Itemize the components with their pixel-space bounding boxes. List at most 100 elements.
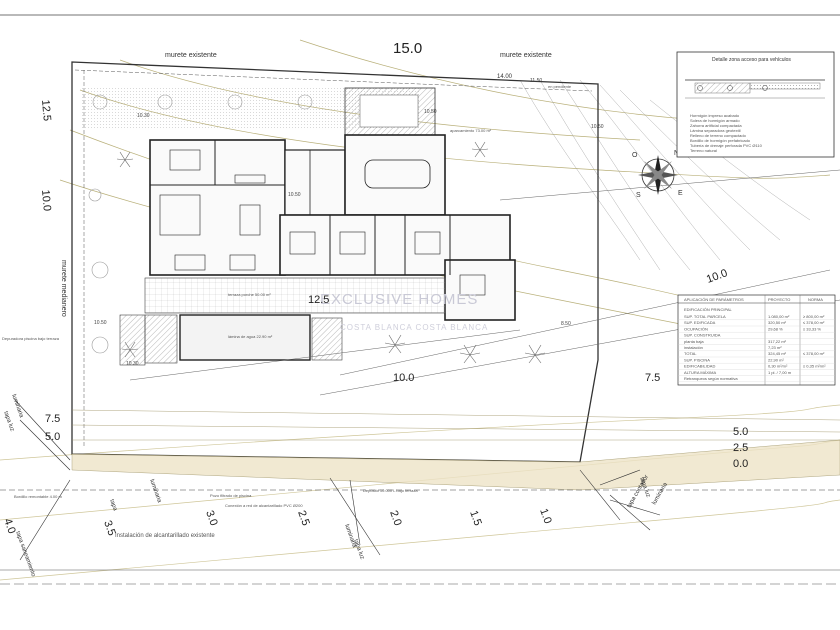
- compass-s: S: [636, 192, 641, 199]
- table-col1: PROYECTO: [768, 297, 790, 302]
- contour-7-5-right: 7.5: [645, 372, 660, 384]
- table-cell-label: OCUPACIÓN: [684, 326, 708, 331]
- note-terrace: terraza porche 50.00 m²: [228, 292, 271, 297]
- table-cell-label: SUP. TOTAL PARCELA: [684, 314, 726, 319]
- table-cell-label: instalación: [684, 345, 703, 350]
- pool-deck-left: [144, 314, 178, 364]
- legend-item: Tubería de drenaje perforada PVC Ø110: [690, 143, 763, 148]
- level-mark: 10.50: [591, 124, 604, 130]
- legend-item: Lámina separadora geotextil: [690, 128, 741, 133]
- road-contour: 3.5: [101, 519, 118, 537]
- parameters-table: APLICACIÓN DE PARÁMETROS PROYECTO NORMA …: [677, 294, 836, 386]
- contour-bottom-5-0-left: 5.0: [45, 431, 60, 443]
- table-section: EDIFICACIÓN PRINCIPAL: [684, 307, 732, 312]
- road-contour: 1.5: [467, 509, 484, 527]
- terrace-porch: [144, 277, 446, 314]
- wall-label-top-left: murete existente: [165, 52, 217, 59]
- level-mark: 11.50: [530, 78, 542, 84]
- table-cell-v1: 320,50 m²: [768, 320, 787, 325]
- wall-label-left: murete medianero: [60, 260, 67, 317]
- note-pool: lámina de agua 22.90 m²: [228, 334, 273, 339]
- access-detail-box: Detalle zona acceso para vehículos Hormi…: [676, 51, 835, 158]
- contour-bottom-2-5: 2.5: [733, 442, 748, 454]
- legend-item: Zahorra artificial compactada: [690, 123, 742, 128]
- table-cell-v1: 29,68 %: [768, 326, 783, 331]
- compass-o: O: [632, 152, 638, 159]
- road-contour: 2.5: [295, 509, 312, 527]
- note-corner: en pendiente: [548, 84, 572, 89]
- legend-item: Solera de hormigón armado: [690, 118, 740, 123]
- road-note: Depósito 10.000 L bajo terraza: [363, 488, 418, 493]
- table-cell-label: SUP. EDIFICADA: [684, 320, 716, 325]
- road-note: Bordillo remontable 4.00 m: [14, 494, 62, 499]
- table-rows: SUP. TOTAL PARCELA 1.080,00 m² ≥ 800,00 m²…: [678, 314, 835, 382]
- compass-e: E: [678, 190, 683, 197]
- legend-item: Bordillo de hormigón prefabricado: [690, 138, 751, 143]
- table-cell-v2: ≤ 33,33 %: [803, 326, 821, 331]
- table-cell-label: TOTAL: [684, 351, 697, 356]
- legend-item: Terreno natural: [690, 148, 717, 153]
- table-col2: NORMA: [808, 297, 823, 302]
- table-cell-v1: 1.080,00 m²: [768, 314, 790, 319]
- level-mark: 10.30: [126, 361, 139, 367]
- callout-luminaria: luminaria: [10, 394, 24, 420]
- level-mark: 8.50: [561, 321, 571, 327]
- contour-10-0-right: 10.0: [705, 267, 729, 286]
- road-contour: 1.0: [537, 507, 554, 525]
- contour-10-0-left: 10.0: [39, 189, 53, 211]
- level-mark: 10.50: [288, 192, 301, 198]
- table-cell-v1: 22,90 m²: [768, 357, 784, 362]
- wall-label-top-right: murete existente: [500, 52, 552, 59]
- table-cell-v2: ≤ 378,00 m²: [803, 351, 825, 356]
- road-note: Conexión a red de alcantarillado PVC Ø20…: [225, 503, 303, 508]
- callout-tapa-luz: tapa luz: [2, 411, 15, 433]
- table-row: SUP. EDIFICADA 320,50 m² ≤ 378,00 m²: [678, 320, 835, 327]
- contour-bottom-0-0: 0.0: [733, 458, 748, 470]
- table-cell-label: EDIFICABILIDAD: [684, 364, 715, 369]
- contour-bottom-5-0-right: 5.0: [733, 426, 748, 438]
- callout-leaders: [14, 399, 661, 561]
- table-title: APLICACIÓN DE PARÁMETROS: [684, 297, 744, 302]
- dim-14-00: 14.00: [497, 74, 513, 80]
- lot-width-dim: 15.0: [393, 40, 422, 57]
- table-cell-v1: 317,22 m²: [768, 339, 787, 344]
- table-row: SUP. PISCINA 22,90 m²: [678, 357, 835, 364]
- pool: [179, 314, 311, 361]
- table-row: OCUPACIÓN 29,68 % ≤ 33,33 %: [678, 326, 835, 333]
- note-parking: aparcamiento 73.00 m²: [450, 128, 492, 133]
- watermark-line2: COSTA BLANCA COSTA BLANCA: [340, 323, 488, 332]
- table-cell-v2: ≥ 800,00 m²: [803, 314, 825, 319]
- table-cell-label: SUP. PISCINA: [684, 357, 710, 362]
- callout-tapa-luz: tapa luz: [352, 539, 365, 561]
- table-row: Retranqueos según normativa: [678, 376, 835, 382]
- level-mark: 10.30: [137, 113, 150, 119]
- road-contour: 2.0: [387, 509, 404, 527]
- callout-luminaria: luminaria: [148, 479, 162, 505]
- compass-n: N: [674, 150, 679, 157]
- house-floorplan: [149, 134, 516, 321]
- legend-item: Relleno de terreno compactado: [690, 133, 747, 138]
- pool-deck-right: [311, 317, 343, 361]
- road-contour: 4.0: [1, 517, 18, 535]
- callout-tapa: tapa: [108, 499, 118, 513]
- road-note: Instalación de alcantarillado existente: [115, 533, 215, 539]
- table-cell-v1: 7,23 m²: [768, 345, 782, 350]
- trees: [88, 94, 313, 354]
- level-mark: 10.50: [94, 320, 107, 326]
- street-band: [0, 409, 840, 585]
- level-mark: 10.50: [424, 109, 437, 115]
- compass-rose: N S E O: [632, 150, 683, 199]
- stair-area: [119, 314, 146, 366]
- table-cell-v1: 1 pl. / 7,00 m: [768, 370, 792, 375]
- callout-tapa-saneamiento: tapa saneamiento: [14, 531, 36, 578]
- table-row: SUP. TOTAL PARCELA 1.080,00 m² ≥ 800,00 m²: [678, 314, 835, 320]
- table-row: instalación 7,23 m²: [678, 345, 835, 351]
- table-cell-v2: ≤ 378,00 m²: [803, 320, 825, 325]
- detail-legend: Hormigón impreso acabado Solera de hormi…: [690, 113, 763, 153]
- setback-line-top: [74, 69, 593, 92]
- watermark-line1: EXCLUSIVE HOMES: [320, 291, 478, 308]
- table-cell-label: ALTURA MÁXIMA: [684, 370, 716, 375]
